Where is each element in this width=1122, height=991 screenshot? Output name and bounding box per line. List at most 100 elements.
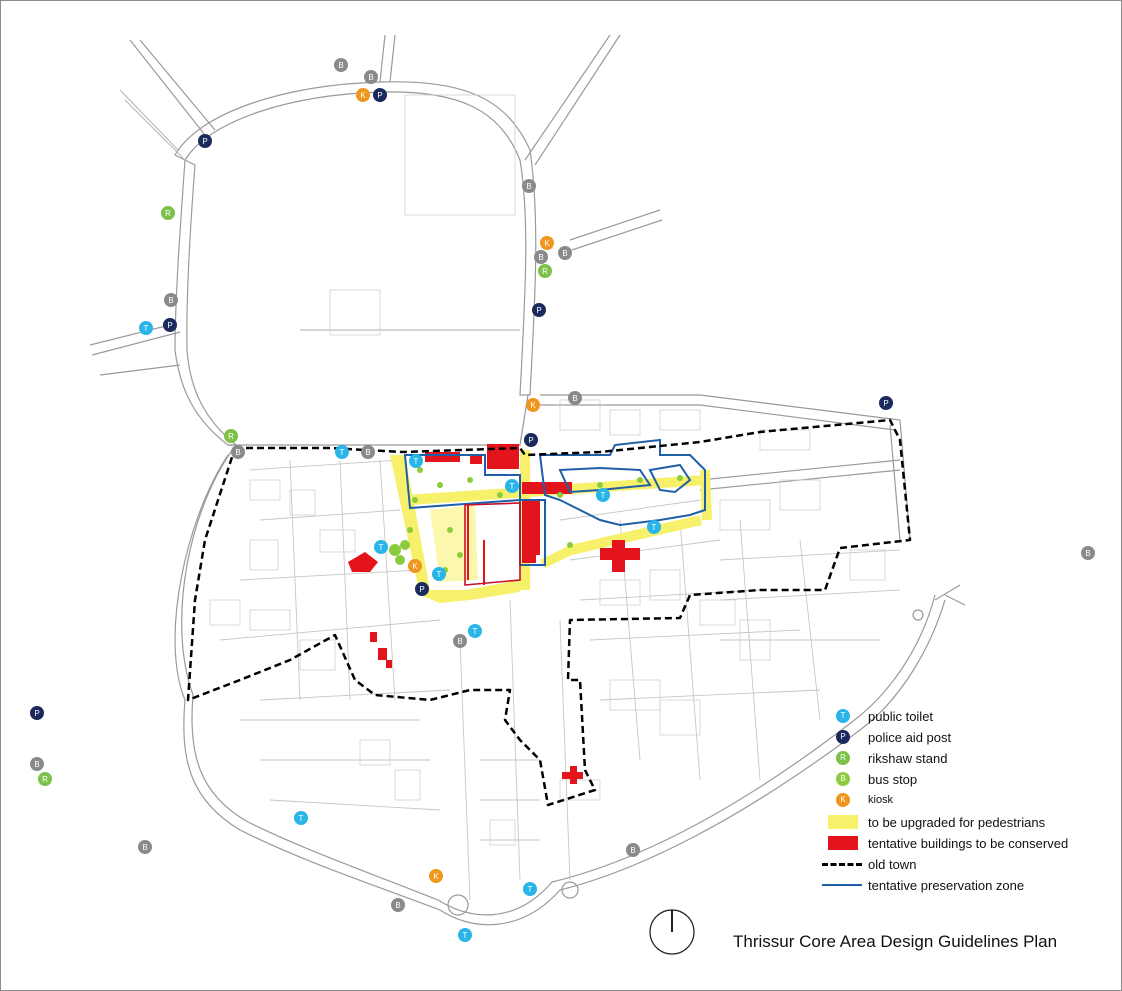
legend-label-rikshaw-stand: rikshaw stand — [868, 750, 948, 766]
legend-row-kiosk: K kiosk — [822, 790, 893, 810]
bus-stop-marker-dot — [522, 179, 536, 193]
bus-stop-marker-letter: B — [338, 61, 343, 70]
public-toilet-icon: T — [432, 567, 446, 581]
public-toilet-marker-dot — [432, 567, 446, 581]
police-aid-post-marker-letter: P — [883, 399, 888, 408]
kiosk-marker-letter: K — [433, 872, 439, 881]
police-aid-post-icon: P — [879, 396, 893, 410]
bus-stop-icon: B — [558, 246, 572, 260]
kiosk-marker-letter: K — [412, 562, 418, 571]
rikshaw-stand-marker-dot — [224, 429, 238, 443]
bus-stop-icon: B — [231, 445, 245, 459]
bus-stop-marker-dot — [1081, 546, 1095, 560]
bus-stop-marker-dot — [568, 391, 582, 405]
public-toilet-marker-dot — [139, 321, 153, 335]
police-aid-post-marker-dot — [415, 582, 429, 596]
bus-stop-icon: B — [391, 898, 405, 912]
bus-stop-icon: B — [836, 772, 850, 786]
bus-stop-marker-letter: B — [365, 448, 370, 457]
rikshaw-stand-icon: R — [161, 206, 175, 220]
public-toilet-icon: T — [468, 624, 482, 638]
old-town-swatch — [822, 863, 862, 866]
bus-stop-icon: B — [626, 843, 640, 857]
bus-stop-icon: B — [534, 250, 548, 264]
public-toilet-marker-dot — [647, 520, 661, 534]
public-toilet-marker-letter: T — [299, 814, 304, 823]
police-aid-post-icon: P — [163, 318, 177, 332]
public-toilet-marker-dot — [374, 540, 388, 554]
rikshaw-stand-marker-dot — [38, 772, 52, 786]
bus-stop-icon: B — [164, 293, 178, 307]
preservation-zone-swatch — [822, 884, 862, 886]
legend-label-police-aid-post: police aid post — [868, 729, 952, 745]
public-toilet-icon: T — [836, 709, 850, 723]
police-aid-post-icon: P — [532, 303, 546, 317]
police-aid-post-marker-dot — [30, 706, 44, 720]
public-toilet-icon: T — [505, 479, 519, 493]
police-aid-post-marker-dot — [879, 396, 893, 410]
public-toilet-marker-dot — [523, 882, 537, 896]
legend-label-conserved-buildings: tentative buildings to be conserved — [868, 835, 1069, 851]
bus-stop-marker-letter: B — [630, 846, 635, 855]
public-toilet-icon: T — [523, 882, 537, 896]
kiosk-icon: K — [540, 236, 554, 250]
police-aid-post-marker-letter: P — [528, 436, 533, 445]
bus-stop-marker-dot — [231, 445, 245, 459]
kiosk-icon: K — [429, 869, 443, 883]
kiosk-marker-letter: K — [530, 401, 536, 410]
public-toilet-icon: T — [335, 445, 349, 459]
rikshaw-stand-marker-letter: R — [542, 267, 548, 276]
legend-row-preservation-zone: tentative preservation zone — [822, 875, 1024, 895]
rikshaw-stand-icon: R — [836, 751, 850, 765]
bus-stop-marker-dot — [364, 70, 378, 84]
rikshaw-stand-icon: R — [38, 772, 52, 786]
bus-stop-icon: B — [30, 757, 44, 771]
legend-label-kiosk: kiosk — [868, 794, 894, 806]
bus-stop-marker-letter: B — [235, 448, 240, 457]
public-toilet-icon: T — [647, 520, 661, 534]
police-aid-post-marker-letter: P — [34, 709, 39, 718]
map-title: Thrissur Core Area Design Guidelines Pla… — [733, 932, 1058, 951]
police-aid-post-marker-dot — [163, 318, 177, 332]
bus-stop-marker-dot — [391, 898, 405, 912]
police-aid-post-marker-dot — [524, 433, 538, 447]
public-toilet-marker-letter: T — [652, 523, 657, 532]
conserved-buildings-swatch — [828, 836, 858, 850]
public-toilet-icon: T — [596, 488, 610, 502]
pedestrian-zone-swatch — [828, 815, 858, 829]
kiosk-icon: K — [356, 88, 370, 102]
public-toilet-marker-letter: T — [144, 324, 149, 333]
public-toilet-icon: T — [409, 454, 423, 468]
bus-stop-icon: B — [453, 634, 467, 648]
bus-stop-marker-dot — [164, 293, 178, 307]
public-toilet-marker-letter: T — [510, 482, 515, 491]
bus-stop-marker-dot — [534, 250, 548, 264]
bus-stop-marker-letter: B — [368, 73, 373, 82]
bus-stop-marker-letter: B — [457, 637, 462, 646]
public-toilet-marker-letter: T — [437, 570, 442, 579]
legend-label-bus-stop: bus stop — [868, 771, 918, 787]
bus-stop-marker-dot — [626, 843, 640, 857]
public-toilet-marker-dot — [294, 811, 308, 825]
legend-label-public-toilet: public toilet — [868, 708, 934, 724]
police-aid-post-marker-letter: P — [377, 91, 382, 100]
public-toilet-icon: T — [458, 928, 472, 942]
police-aid-post-icon: P — [198, 134, 212, 148]
kiosk-marker-dot — [429, 869, 443, 883]
legend-row-rikshaw-stand: R rikshaw stand — [822, 748, 947, 768]
kiosk-marker-dot — [356, 88, 370, 102]
public-toilet-icon: T — [139, 321, 153, 335]
kiosk-marker-dot — [408, 559, 422, 573]
bus-stop-icon: B — [138, 840, 152, 854]
public-toilet-marker-letter: T — [473, 627, 478, 636]
rikshaw-stand-icon: R — [224, 429, 238, 443]
bus-stop-icon: B — [361, 445, 375, 459]
public-toilet-marker-letter: T — [340, 448, 345, 457]
bus-stop-marker-letter: B — [34, 760, 39, 769]
rikshaw-stand-marker-letter: R — [42, 775, 48, 784]
police-aid-post-marker-letter: P — [167, 321, 172, 330]
legend-row-public-toilet: T public toilet — [822, 706, 933, 726]
public-toilet-marker-dot — [596, 488, 610, 502]
bus-stop-marker-dot — [558, 246, 572, 260]
